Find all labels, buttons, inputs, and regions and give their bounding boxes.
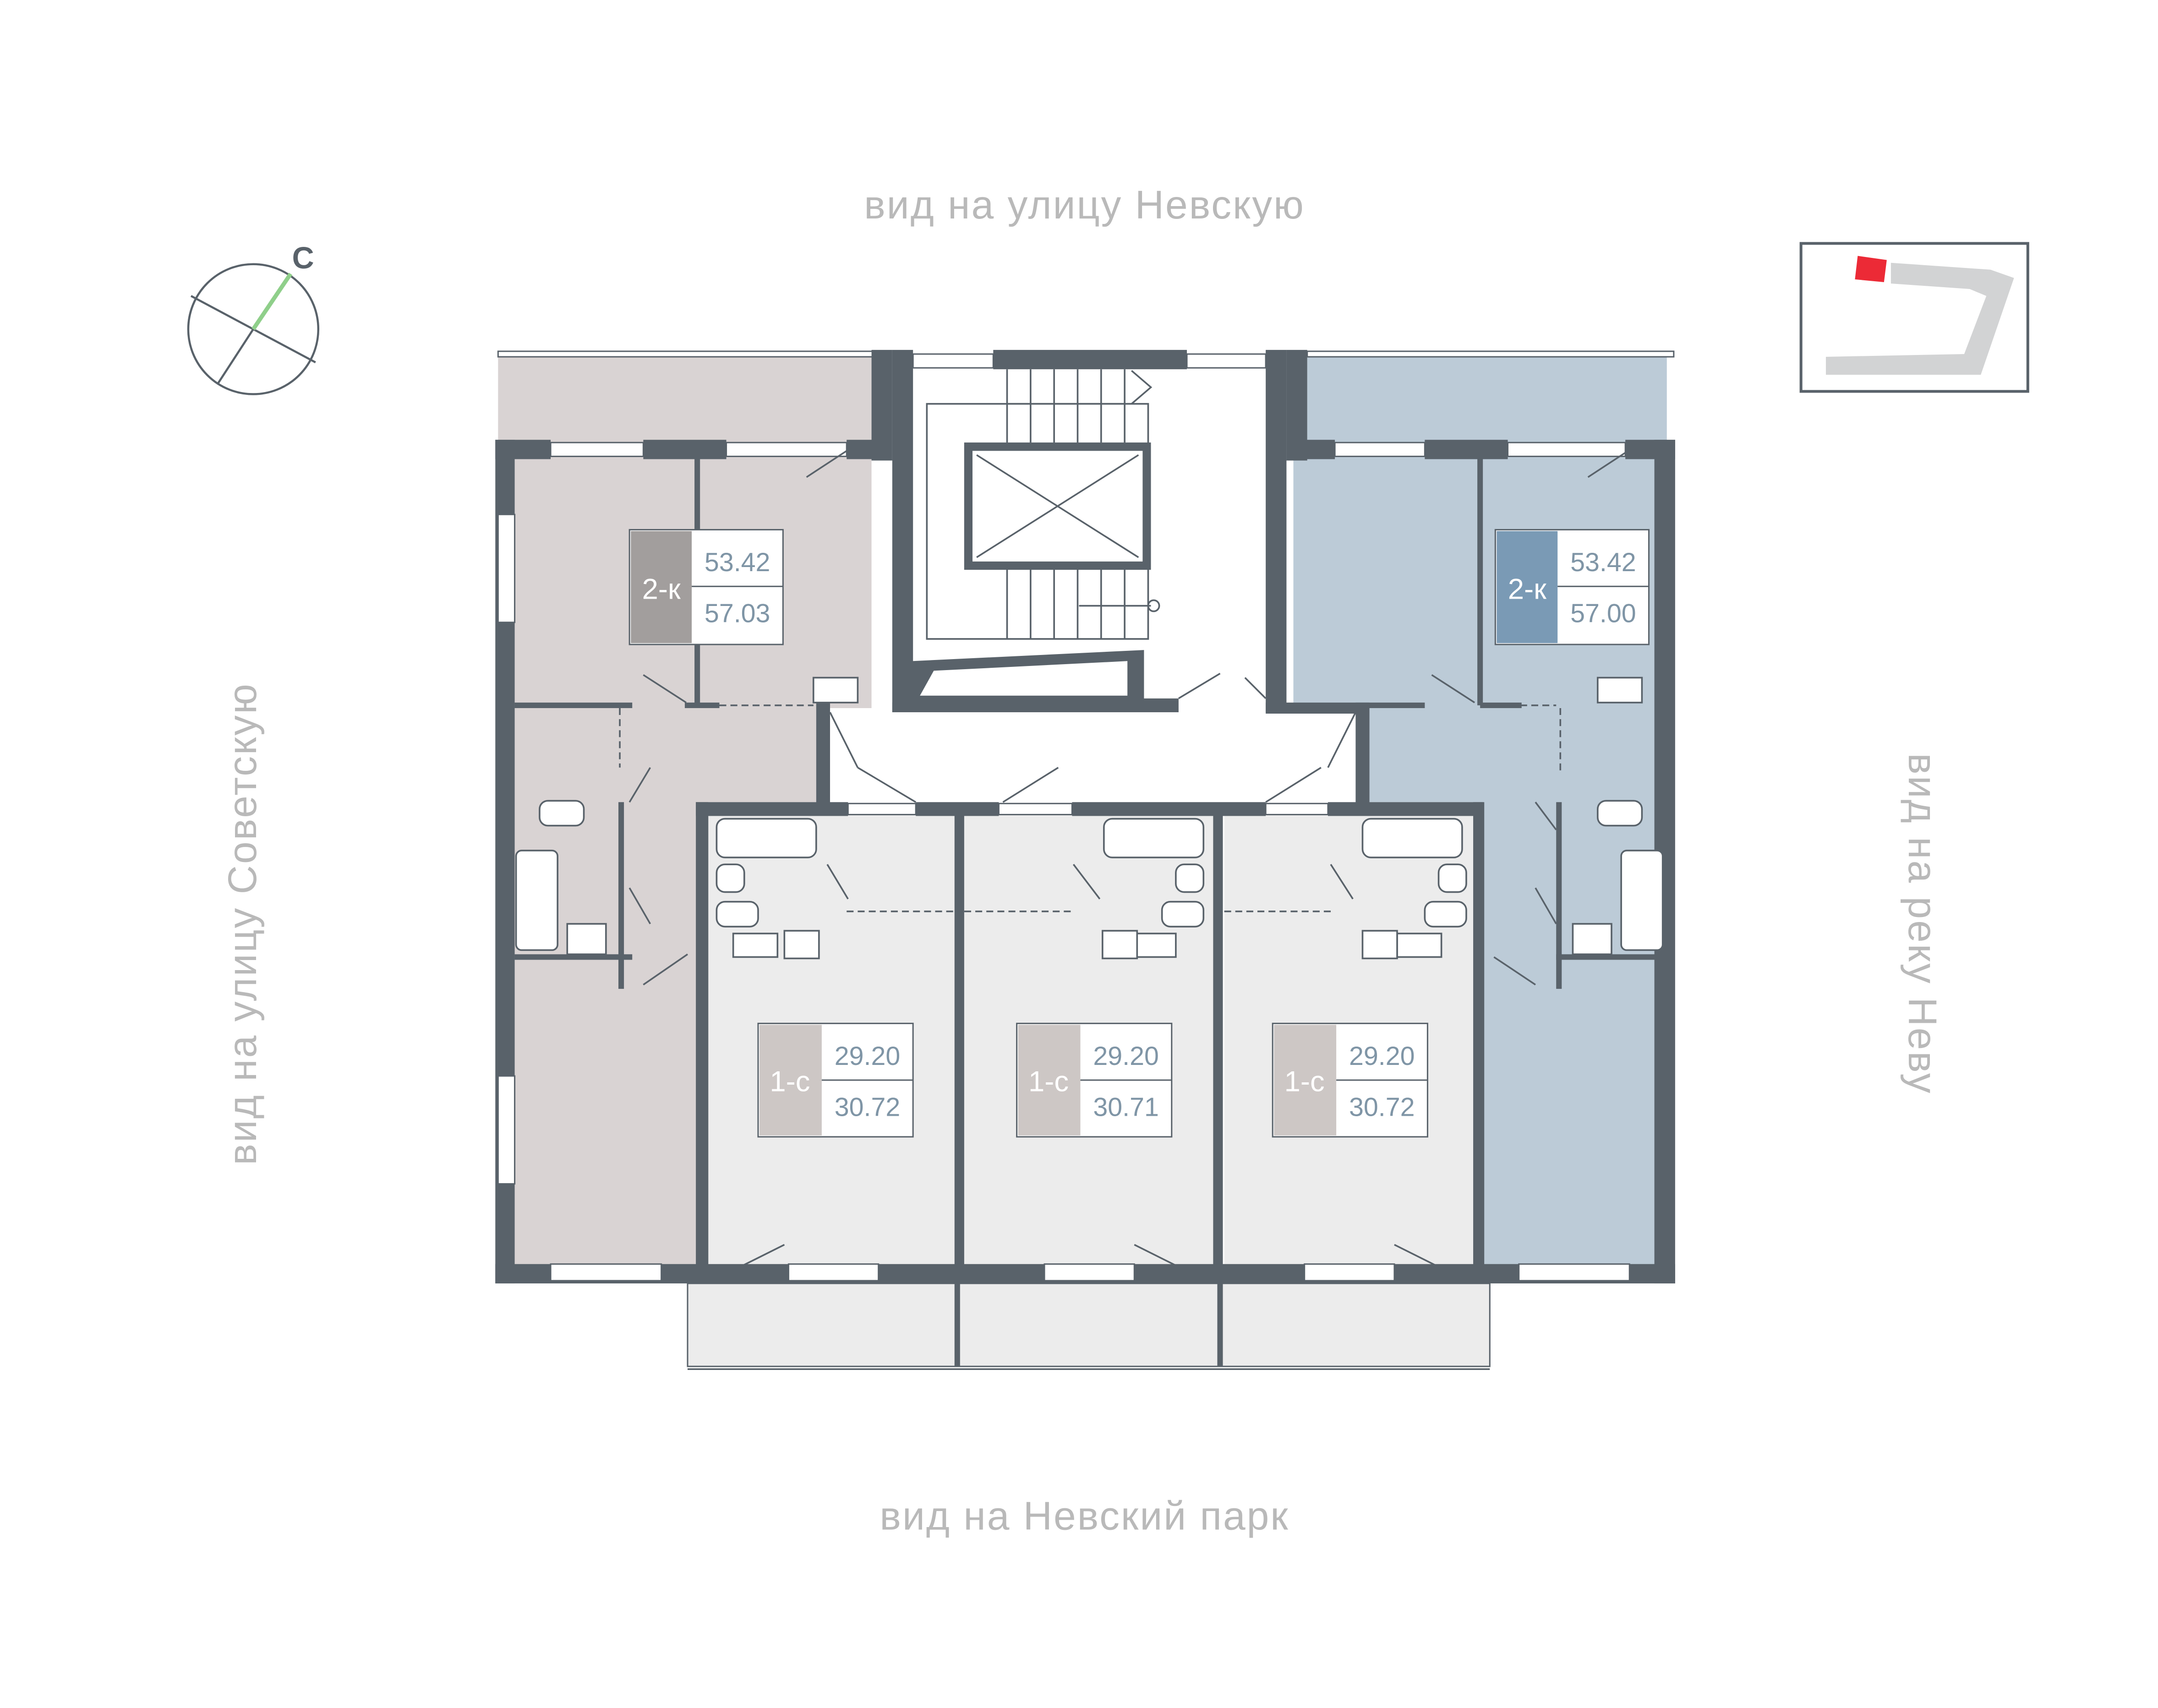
view-label-top: вид на улицу Невскую — [864, 182, 1305, 227]
apartment-type: 2-к — [1508, 573, 1547, 605]
apartment-info-2k-right[interactable]: 2-к 53.42 57.00 — [1494, 529, 1650, 645]
balcony-right — [1307, 357, 1667, 443]
living-area: 29.20 — [835, 1042, 901, 1071]
view-label-bottom: вид на Невский парк — [880, 1493, 1289, 1538]
living-area: 29.20 — [1349, 1042, 1415, 1071]
doors — [619, 450, 1629, 1266]
apartment-info-studio-1[interactable]: 1-с 29.20 30.72 — [757, 1022, 914, 1138]
balconies-bottom — [687, 1282, 1491, 1367]
total-area: 57.00 — [1570, 599, 1636, 628]
bathroom-fixtures — [515, 677, 1664, 960]
living-area: 53.42 — [1570, 548, 1636, 577]
total-area: 57.03 — [705, 599, 770, 628]
apartment-2k-left — [512, 456, 872, 1266]
highlighted-section — [1855, 256, 1887, 282]
apartment-info-2k-left[interactable]: 2-к 53.42 57.03 — [628, 529, 784, 645]
apartment-type: 1-с — [770, 1065, 810, 1097]
total-area: 30.71 — [1093, 1093, 1159, 1122]
apartment-type: 1-с — [1284, 1065, 1325, 1097]
total-area: 30.72 — [1349, 1093, 1415, 1122]
compass-north-label: С — [292, 241, 314, 275]
living-area: 53.42 — [705, 548, 770, 577]
compass-icon: С — [187, 241, 320, 395]
balcony-left — [498, 357, 874, 443]
staircase — [926, 369, 1160, 640]
total-area: 30.72 — [835, 1093, 901, 1122]
view-label-left: вид на улицу Советскую — [220, 682, 265, 1165]
apartment-type: 2-к — [642, 573, 681, 605]
apartment-info-studio-3[interactable]: 1-с 29.20 30.72 — [1272, 1022, 1428, 1138]
living-area: 29.20 — [1093, 1042, 1159, 1071]
view-label-right: вид на реку Неву — [1900, 753, 1945, 1095]
site-minimap — [1799, 242, 2029, 393]
windows — [497, 353, 1630, 1282]
apartment-info-studio-2[interactable]: 1-с 29.20 30.71 — [1016, 1022, 1173, 1138]
apartment-type: 1-с — [1028, 1065, 1069, 1097]
